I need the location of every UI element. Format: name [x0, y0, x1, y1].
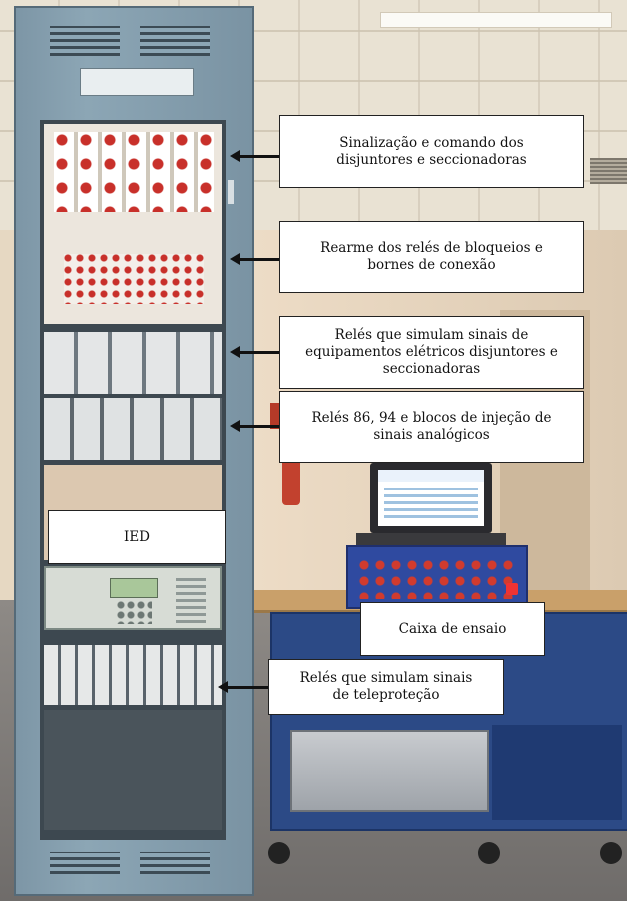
ied-keypad [116, 600, 152, 624]
arrow-head-teleprotection [218, 681, 228, 693]
caster-wheel [268, 842, 290, 864]
label-test-box: Caixa de ensaio [360, 602, 545, 656]
label-reset: Rearme dos relés de bloqueios e bornes d… [279, 221, 584, 293]
label-relays-equipment: Relés que simulam sinais de equipamentos… [279, 316, 584, 389]
test-set-terminals [358, 559, 518, 599]
relay-row-equipment-1 [44, 332, 222, 394]
label-ied: IED [48, 510, 226, 564]
caster-wheel [600, 842, 622, 864]
caster-wheel [478, 842, 500, 864]
arrow-head-relays-86-94 [230, 420, 240, 432]
arrow-signaling [240, 155, 280, 158]
relay-row-teleprotection [44, 645, 222, 705]
label-signaling: Sinalização e comando dos disjuntores e … [279, 115, 584, 188]
arrow-teleprotection [228, 686, 268, 689]
arrow-head-reset [230, 253, 240, 265]
rack-vent-top-left [50, 26, 120, 56]
air-vent [590, 158, 627, 184]
ceiling-light [380, 12, 612, 28]
table-side-panel [492, 725, 622, 820]
label-relays-86-94: Relés 86, 94 e blocos de injeção de sina… [279, 391, 584, 463]
signaling-and-reset-bay [44, 124, 222, 324]
ied-lcd-display [110, 578, 158, 598]
arrow-relays-equip [240, 351, 280, 354]
rack-door-handle [228, 180, 234, 204]
ied-led-column [176, 575, 206, 623]
rack-vent-bottom-left [50, 852, 120, 874]
rack-nameplate [80, 68, 194, 96]
label-teleprotection: Relés que simulam sinais de teleproteção [268, 659, 504, 715]
arrow-head-signaling [230, 150, 240, 162]
emergency-button [506, 583, 518, 595]
relay-row-86-94 [44, 398, 222, 460]
rack-lower-bay [44, 710, 222, 830]
arrow-reset [240, 258, 280, 261]
rack-vent-top-right [140, 26, 210, 56]
test-set-box [346, 545, 528, 609]
rack-vent-bottom-right [140, 852, 210, 874]
arrow-head-relays-equip [230, 346, 240, 358]
laptop-display [378, 470, 484, 526]
table-drawer [290, 730, 489, 812]
laptop-base [356, 533, 506, 545]
arrow-relays-86-94 [240, 425, 280, 428]
